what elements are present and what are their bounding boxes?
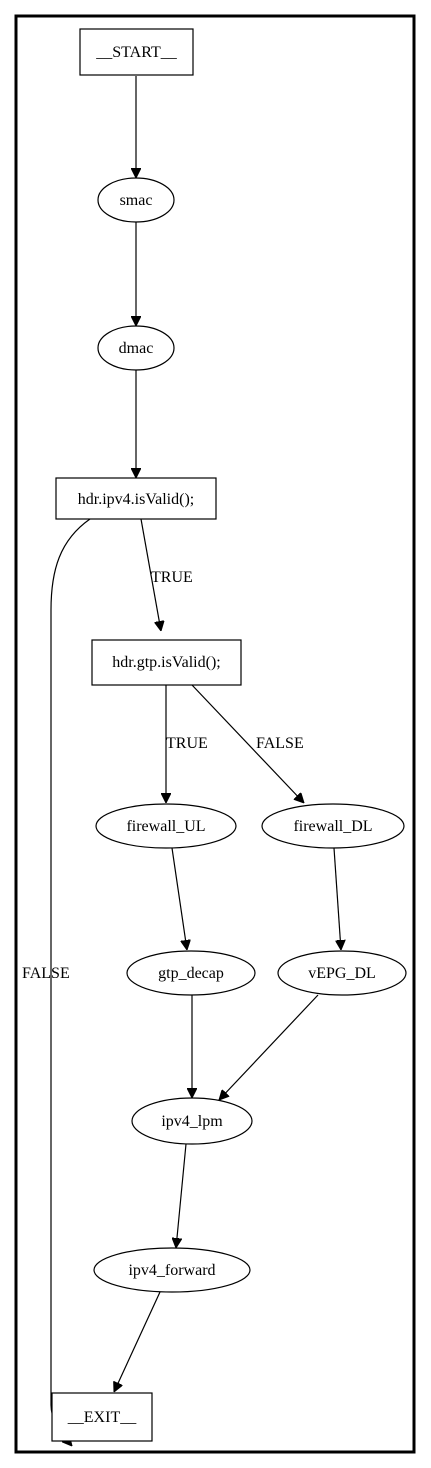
node-firewall-ul: firewall_UL [95,803,237,849]
edge-vepgdl-ipv4lpm [219,994,319,1100]
node-gtp-decap: gtp_decap [126,950,256,996]
nodes: __START__ smac dmac hdr.ipv4.isValid(); … [51,28,407,1442]
node-smac: smac [97,177,175,223]
node-gtp-isvalid: hdr.gtp.isValid(); [91,639,242,686]
graph-frame [14,14,416,1454]
edge-ipv4forward-exit [114,1291,161,1392]
node-exit: __EXIT__ [51,1392,153,1442]
node-gtp-isvalid-label: hdr.gtp.isValid(); [112,654,220,671]
edge-labels: TRUE FALSE TRUE FALSE [22,569,304,982]
node-firewall-ul-label: firewall_UL [126,818,205,835]
node-firewall-dl-label: firewall_DL [293,818,372,835]
edge-label-ipv4-true: TRUE [151,569,193,586]
node-gtp-decap-label: gtp_decap [158,965,224,982]
node-ipv4-lpm-label: ipv4_lpm [161,1113,223,1130]
edge-ipv4lpm-ipv4forward [176,1143,187,1248]
node-dmac-label: dmac [119,340,154,357]
node-ipv4-lpm: ipv4_lpm [131,1097,253,1145]
node-start-label: __START__ [95,44,177,61]
node-ipv4-forward: ipv4_forward [93,1247,251,1293]
edge-label-gtp-true: TRUE [166,735,208,752]
node-dmac: dmac [97,325,175,371]
node-ipv4-isvalid-label: hdr.ipv4.isValid(); [78,491,194,508]
node-smac-label: smac [120,192,153,209]
node-vepg-dl-label: vEPG_DL [308,965,376,982]
node-vepg-dl: vEPG_DL [277,950,407,996]
edge-firewalldl-vepgdl [333,847,341,950]
edge-firewallul-gtpdecap [171,847,187,950]
edge-ipv4valid-gtpvalid-true [140,518,161,631]
node-exit-label: __EXIT__ [67,1409,137,1426]
edge-label-ipv4-false: FALSE [22,965,70,982]
node-ipv4-forward-label: ipv4_forward [128,1262,215,1279]
edge-label-gtp-false: FALSE [256,735,304,752]
node-start: __START__ [79,28,194,76]
node-firewall-dl: firewall_DL [261,803,405,849]
edge-gtpvalid-firewalldl-false [191,684,304,803]
node-ipv4-isvalid: hdr.ipv4.isValid(); [55,477,217,520]
